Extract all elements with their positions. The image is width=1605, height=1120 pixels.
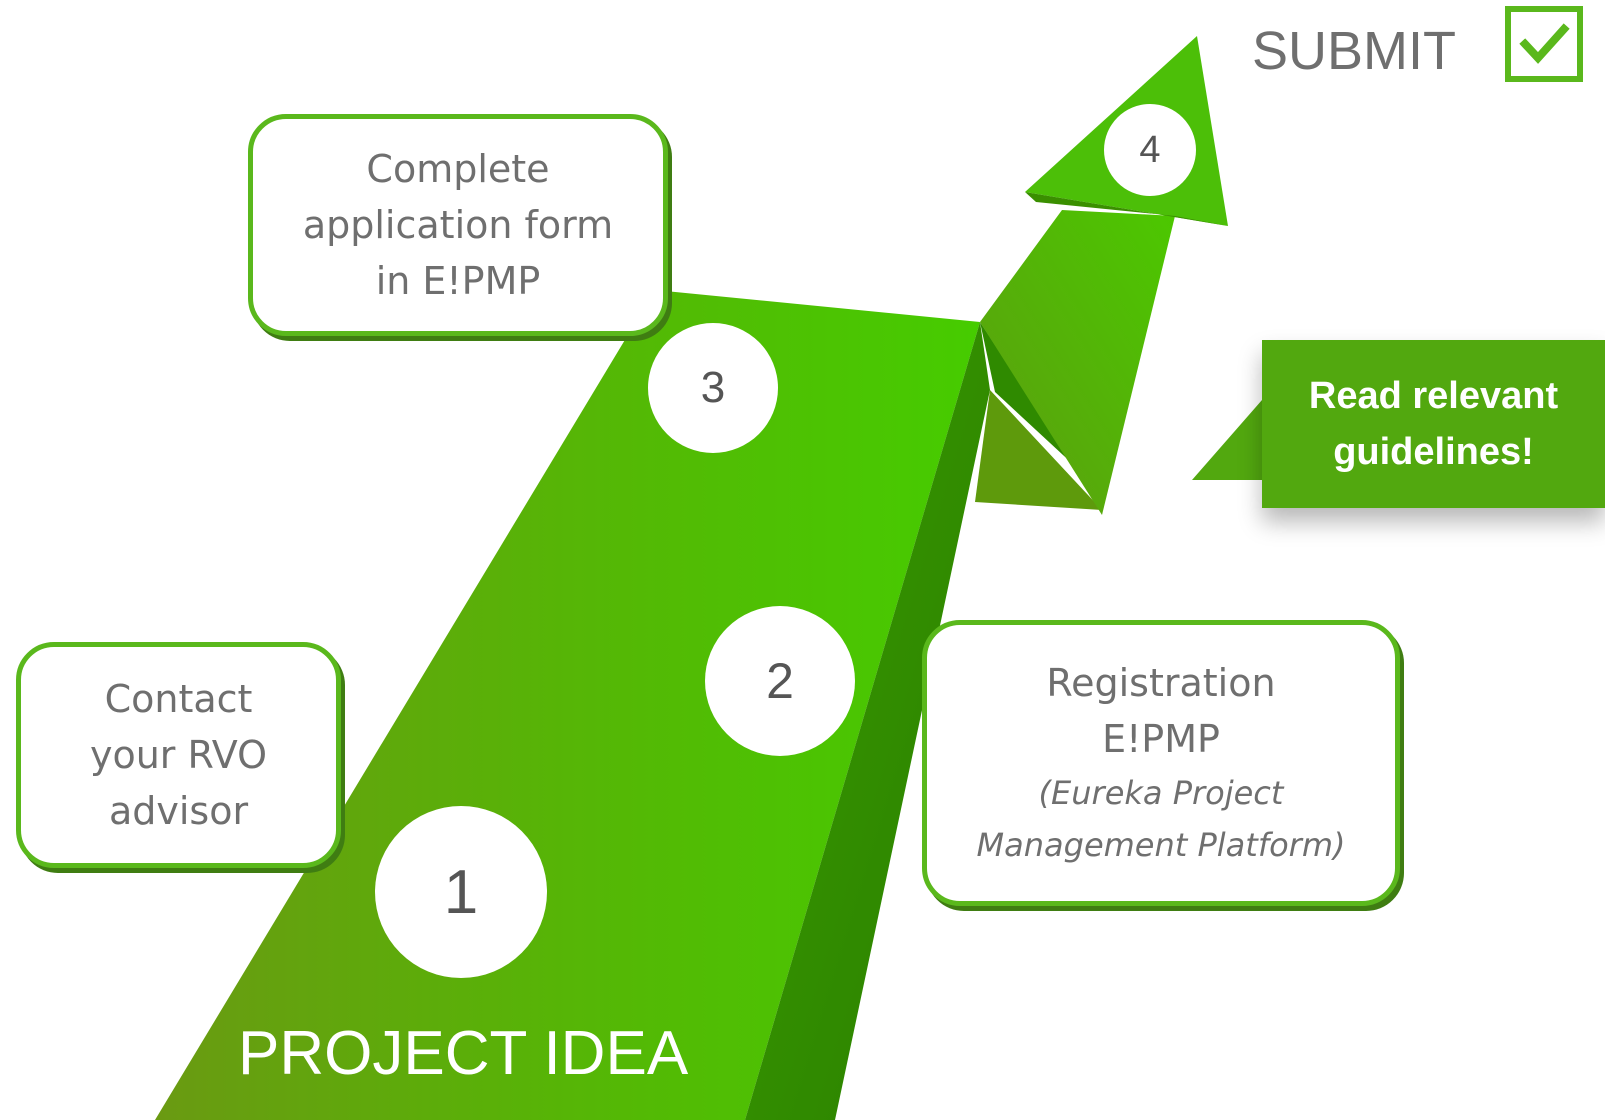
step3-line3: in E!PMP	[375, 259, 541, 303]
callout-line2: guidelines!	[1333, 431, 1534, 473]
checkmark-icon	[1505, 6, 1583, 82]
callout-pointer	[1192, 400, 1262, 480]
step1-line3: advisor	[108, 789, 249, 833]
arrow-shaft	[980, 210, 1175, 515]
step1-line2: your RVO	[89, 733, 268, 777]
checkmark-glyph	[1519, 23, 1570, 64]
ribbon-front-face	[155, 290, 980, 1120]
step4-circle	[1104, 104, 1196, 196]
step2-circle: 2	[705, 606, 855, 756]
step4-number: 4	[1139, 128, 1161, 171]
ribbon-fold-back	[975, 390, 1102, 510]
step1-box: Contact your RVO advisor	[16, 642, 341, 868]
step2-italic2: Management Platform)	[976, 826, 1346, 864]
step3-circle: 3	[648, 323, 778, 453]
step3-number: 3	[700, 363, 726, 412]
step2-box: Registration E!PMP (Eureka Project Manag…	[922, 620, 1400, 906]
step1-line1: Contact	[104, 677, 253, 721]
step2-line2: E!PMP	[1102, 717, 1220, 761]
submit-label: SUBMIT	[1252, 21, 1457, 81]
step2-line1: Registration	[1046, 661, 1276, 705]
step1-number: 1	[443, 857, 479, 927]
step3-line2: application form	[302, 203, 614, 247]
step3-box: Complete application form in E!PMP	[248, 114, 668, 336]
project-idea-label: PROJECT IDEA	[238, 1019, 689, 1088]
step2-italic1: (Eureka Project	[1038, 774, 1284, 812]
step2-number: 2	[766, 653, 794, 709]
step3-line1: Complete	[366, 147, 550, 191]
ribbon-side-face	[745, 322, 990, 1120]
step1-circle: 1	[375, 806, 547, 978]
step4-number-holder: 4	[1104, 104, 1196, 196]
callout-line1: Read relevant	[1308, 375, 1559, 417]
arrow-head-shade	[1025, 192, 1228, 226]
guidelines-callout: Read relevant guidelines!	[1262, 340, 1605, 508]
